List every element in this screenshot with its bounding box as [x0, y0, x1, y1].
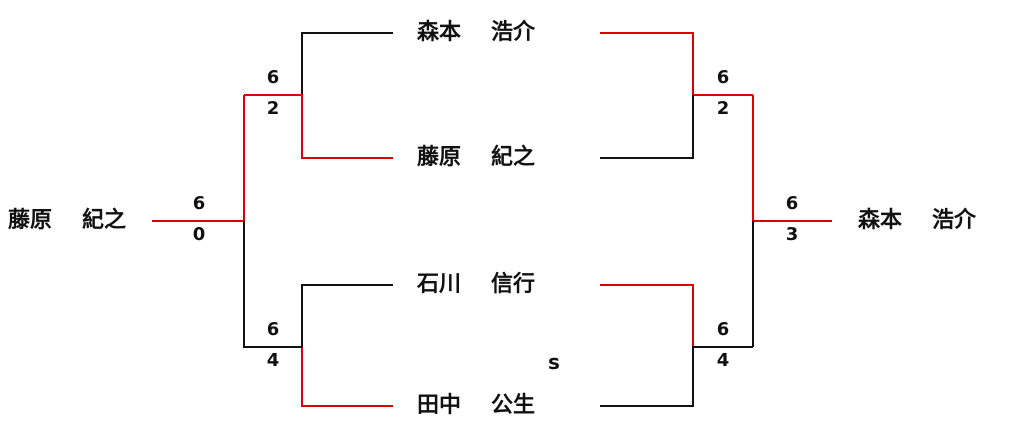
player-center-1: 森本 浩介 [417, 20, 535, 46]
score-left-final-low: 0 [192, 224, 206, 245]
player-given-name: 浩介 [932, 208, 977, 233]
player-given-name: 紀之 [491, 145, 536, 170]
score-right-semi-top-low: 2 [716, 98, 730, 119]
line-left-bottom-loser [301, 284, 393, 347]
score-left-final-high: 6 [192, 193, 206, 214]
line-right-top-loser [600, 95, 694, 159]
player-center-3: 石川 信行 [417, 272, 535, 298]
line-right-bottom-winner [600, 284, 694, 347]
line-right-top-winner [600, 32, 753, 96]
player-right-winner: 森本 浩介 [858, 208, 976, 234]
player-given-name: 浩介 [491, 20, 536, 45]
player-family-name: 藤原 [417, 145, 462, 170]
score-left-semi-top-high: 6 [266, 67, 280, 88]
score-left-semi-bottom-high: 6 [266, 319, 280, 340]
line-left-top-loser [301, 32, 393, 95]
player-given-name: 紀之 [82, 208, 127, 233]
score-right-semi-bottom-high: 6 [716, 319, 730, 340]
score-left-semi-bottom-low: 4 [266, 350, 280, 371]
score-right-final-high: 6 [785, 193, 799, 214]
player-center-4: 田中 公生 [417, 393, 535, 419]
player-family-name: 田中 [417, 393, 462, 418]
line-left-top-winner [244, 94, 393, 159]
player-center-2: 藤原 紀之 [417, 145, 535, 171]
score-left-semi-top-low: 2 [266, 98, 280, 119]
player-given-name: 信行 [491, 272, 536, 297]
player-given-name: 公生 [491, 393, 536, 418]
score-right-semi-top-high: 6 [716, 67, 730, 88]
player-family-name: 藤原 [8, 208, 53, 233]
note-s: s [548, 350, 560, 374]
score-right-semi-bottom-low: 4 [716, 350, 730, 371]
player-family-name: 森本 [417, 20, 462, 45]
score-right-final-low: 3 [785, 224, 799, 245]
player-left-winner: 藤原 紀之 [8, 208, 126, 234]
line-left-final-loser [243, 221, 302, 348]
line-left-bottom-winner [301, 347, 393, 407]
line-right-bottom-loser [600, 346, 753, 407]
player-family-name: 森本 [858, 208, 903, 233]
player-family-name: 石川 [417, 272, 462, 297]
